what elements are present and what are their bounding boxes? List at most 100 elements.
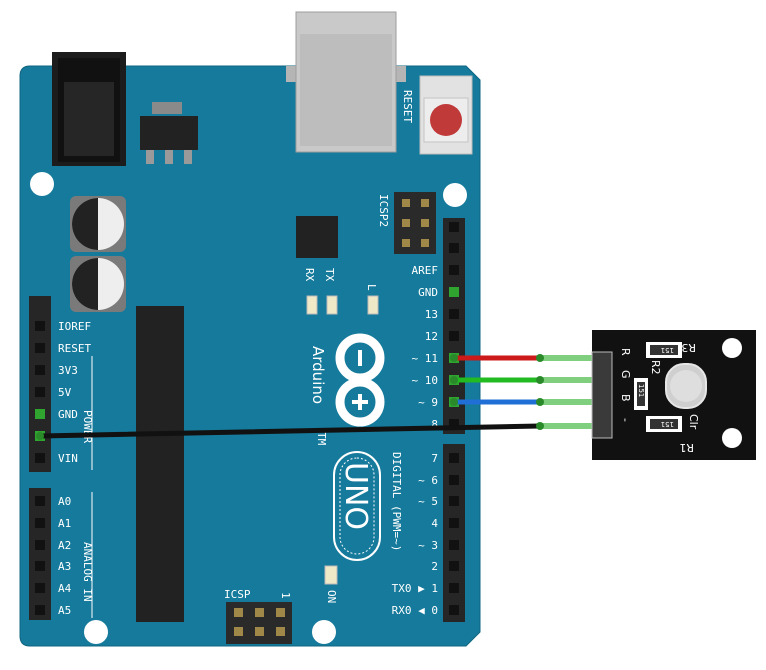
pin-label: ~ 3: [418, 539, 438, 552]
digital-pin-hole[interactable]: [449, 453, 459, 463]
power-pin-hole[interactable]: [35, 343, 45, 353]
pin-label: ~ 6: [418, 474, 438, 487]
tx-led: [326, 295, 338, 315]
digital-pin-hole[interactable]: [449, 605, 459, 615]
icsp-label: ICSP: [224, 588, 251, 601]
wire-3[interactable]: [37, 423, 543, 439]
l-label: L: [365, 284, 378, 291]
power-pin-hole[interactable]: [35, 321, 45, 331]
module-pin-minus: -: [619, 418, 632, 422]
pin-label: 4: [431, 517, 438, 530]
pin-label: A5: [58, 604, 71, 617]
wire-end: [536, 422, 544, 430]
pin-label: 2: [431, 560, 438, 573]
pin-label: A2: [58, 539, 71, 552]
usb-connector: [286, 11, 406, 153]
capacitor: [70, 256, 126, 312]
rgb-led-module: [591, 330, 756, 460]
pin-label: TX0 ▶ 1: [392, 582, 438, 595]
analog-pin-hole[interactable]: [35, 496, 45, 506]
analog-pin-hole[interactable]: [35, 518, 45, 528]
module-pin-r: R: [619, 348, 632, 356]
on-led: [324, 565, 338, 585]
analog-header: [29, 488, 51, 620]
tx-label: TX: [323, 268, 336, 282]
power-pin-hole[interactable]: [35, 453, 45, 463]
pin-label: 12: [425, 330, 438, 343]
voltage-regulator: [140, 102, 198, 164]
digital-pin-hole[interactable]: [449, 583, 459, 593]
analog-pin-hole[interactable]: [35, 561, 45, 571]
icsp2-label: ICSP2: [377, 194, 390, 227]
pin-label: GND: [58, 408, 78, 421]
analog-pin-hole[interactable]: [35, 583, 45, 593]
brand-label: Arduino: [309, 346, 327, 404]
analog-pin-hole[interactable]: [35, 605, 45, 615]
pin-label: AREF: [412, 264, 439, 277]
rgb-led: [665, 363, 707, 409]
digital-pin-hole[interactable]: [449, 287, 459, 297]
digital-pin-hole[interactable]: [449, 331, 459, 341]
digital-pin-hole[interactable]: [449, 518, 459, 528]
rx-label: RX: [303, 268, 316, 282]
module-mount-hole: [722, 338, 742, 358]
r2-code: 151: [637, 384, 645, 397]
pin-label: ~ 10: [412, 374, 439, 387]
power-pin-hole[interactable]: [35, 409, 45, 419]
digital-pin-hole[interactable]: [449, 309, 459, 319]
power-pin-hole[interactable]: [35, 365, 45, 375]
digital-pin-hole[interactable]: [449, 561, 459, 571]
digital-pin-hole[interactable]: [449, 496, 459, 506]
rx-led: [306, 295, 318, 315]
pin-label: ~ 11: [412, 352, 439, 365]
pin-label: A3: [58, 560, 71, 573]
digital-pin-hole[interactable]: [449, 475, 459, 485]
digital-pin-hole[interactable]: [449, 243, 459, 253]
arduino-logo: [335, 333, 385, 427]
pin-label: RX0 ◀ 0: [392, 604, 438, 617]
mount-hole: [443, 183, 467, 207]
digital-pin-hole[interactable]: [449, 265, 459, 275]
analog-label: ANALOG IN: [81, 542, 94, 602]
pin-label: A4: [58, 582, 72, 595]
power-label: POWER: [81, 410, 94, 443]
pin-label: GND: [418, 286, 438, 299]
reset-label: RESET: [401, 90, 414, 123]
wire-end: [450, 354, 458, 362]
r3-code: 151: [661, 346, 674, 354]
wire-end: [536, 354, 544, 362]
pin-label: 13: [425, 308, 438, 321]
power-pin-hole[interactable]: [35, 387, 45, 397]
pin-label: VIN: [58, 452, 78, 465]
capacitor: [70, 196, 126, 252]
wire-end: [450, 376, 458, 384]
power-header: [29, 296, 51, 472]
pin-label: 5V: [58, 386, 72, 399]
pin-label: IOREF: [58, 320, 91, 333]
module-mount-hole: [722, 428, 742, 448]
r1-code: 151: [661, 420, 674, 428]
digital-pin-hole[interactable]: [449, 222, 459, 232]
analog-pin-hole[interactable]: [35, 540, 45, 550]
mount-hole: [84, 620, 108, 644]
digital-pin-hole[interactable]: [449, 419, 459, 429]
module-pin-b: B: [619, 394, 632, 402]
wire-end: [536, 398, 544, 406]
icsp2-header: [394, 192, 436, 254]
wire-end: [536, 376, 544, 384]
pin-label: 7: [431, 452, 438, 465]
on-label: ON: [325, 590, 338, 603]
digital-pin-hole[interactable]: [449, 540, 459, 550]
reset-button[interactable]: [419, 75, 473, 155]
l-led: [367, 295, 379, 315]
led-label: Clr: [687, 414, 700, 430]
wire-end: [450, 398, 458, 406]
r3-label: R3: [681, 341, 696, 354]
digital-header-bottom: [443, 444, 465, 622]
mount-hole: [312, 620, 336, 644]
pin-label: ~ 5: [418, 495, 438, 508]
pin-label: ~ 9: [418, 396, 438, 409]
power-jack: [52, 52, 126, 166]
